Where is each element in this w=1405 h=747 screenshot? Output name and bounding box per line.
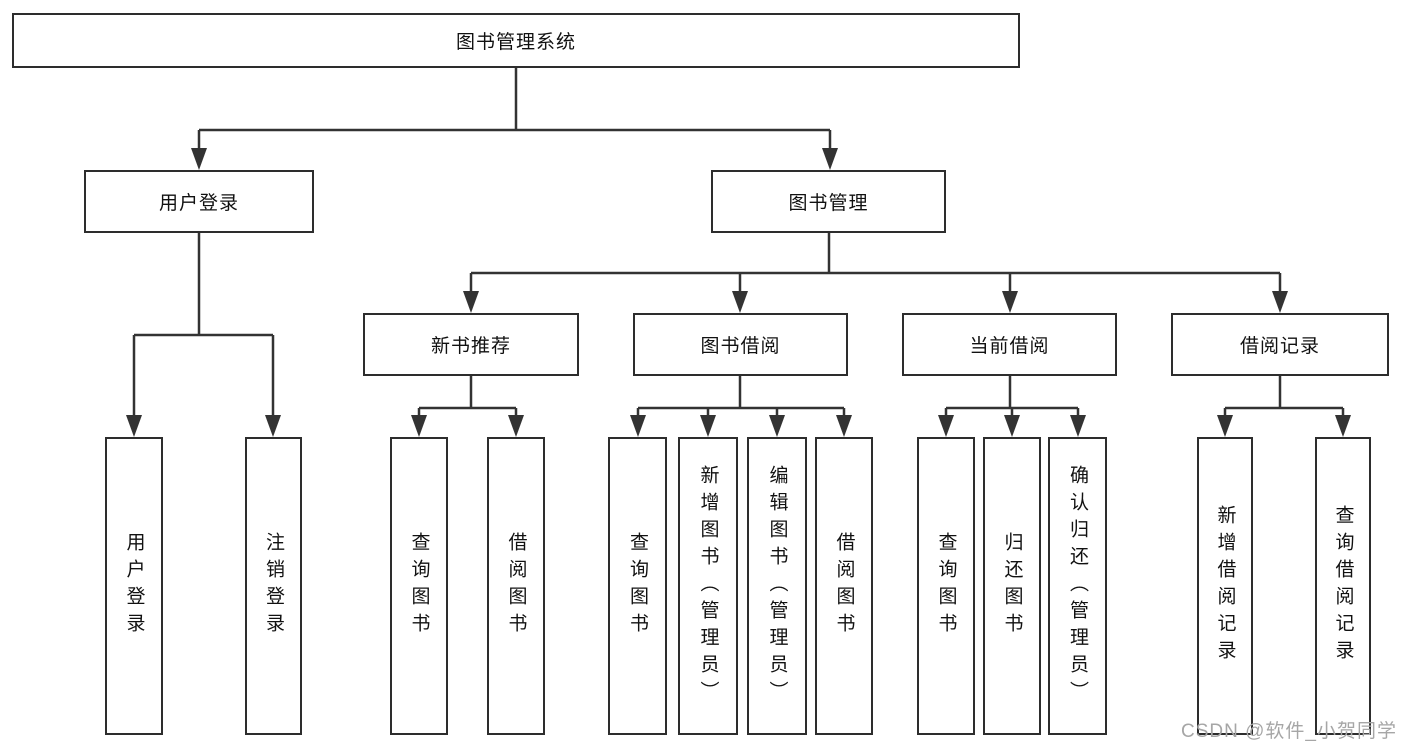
leaf-logout: 注销登录 — [245, 437, 302, 735]
node-user-login: 用户登录 — [84, 170, 314, 233]
node-label: 图书管理系统 — [455, 32, 576, 53]
node-label: 查询图书 — [935, 532, 957, 640]
leaf-nbr-query-books: 查询图书 — [390, 437, 448, 735]
node-label: 借阅记录 — [1239, 336, 1320, 357]
leaf-cb-return-books: 归还图书 — [983, 437, 1041, 735]
leaf-cb-query-books: 查询图书 — [917, 437, 975, 735]
node-label: 新书推荐 — [430, 336, 511, 357]
node-book-borrow: 图书借阅 — [633, 313, 848, 376]
leaf-br-add-record: 新增借阅记录 — [1197, 437, 1253, 735]
node-label: 确认归还（管理员） — [1067, 464, 1088, 708]
leaf-bb-query-books: 查询图书 — [608, 437, 667, 735]
node-label: 查询图书 — [627, 532, 648, 640]
arrowhead-icons — [126, 148, 1351, 437]
node-label: 查询图书 — [408, 532, 430, 640]
node-label: 借阅图书 — [833, 532, 855, 640]
leaf-bb-add-books-admin: 新增图书（管理员） — [678, 437, 738, 735]
leaf-bb-borrow-books: 借阅图书 — [815, 437, 873, 735]
node-label: 归还图书 — [1001, 532, 1023, 640]
node-label: 用户登录 — [123, 532, 145, 640]
node-label: 编辑图书（管理员） — [766, 464, 788, 708]
csdn-watermark: CSDN @软件_小贺同学 — [1181, 721, 1397, 742]
node-current-borrow: 当前借阅 — [902, 313, 1117, 376]
node-label: 新增借阅记录 — [1214, 505, 1236, 667]
node-label: 借阅图书 — [505, 532, 527, 640]
node-label: 新增图书（管理员） — [697, 464, 719, 708]
leaf-user-login: 用户登录 — [105, 437, 163, 735]
node-root-system: 图书管理系统 — [12, 13, 1020, 68]
leaf-bb-edit-books-admin: 编辑图书（管理员） — [747, 437, 807, 735]
node-book-management: 图书管理 — [711, 170, 946, 233]
leaf-cb-confirm-return-admin: 确认归还（管理员） — [1048, 437, 1107, 735]
node-label: 注销登录 — [263, 532, 284, 640]
node-label: 查询借阅记录 — [1332, 505, 1354, 667]
node-label: 用户登录 — [158, 193, 239, 214]
leaf-nbr-borrow-books: 借阅图书 — [487, 437, 545, 735]
node-new-book-recommend: 新书推荐 — [363, 313, 579, 376]
node-label: 图书管理 — [788, 193, 869, 214]
node-label: 当前借阅 — [969, 336, 1050, 357]
node-borrow-records: 借阅记录 — [1171, 313, 1389, 376]
node-label: 图书借阅 — [700, 336, 781, 357]
leaf-br-query-record: 查询借阅记录 — [1315, 437, 1371, 735]
